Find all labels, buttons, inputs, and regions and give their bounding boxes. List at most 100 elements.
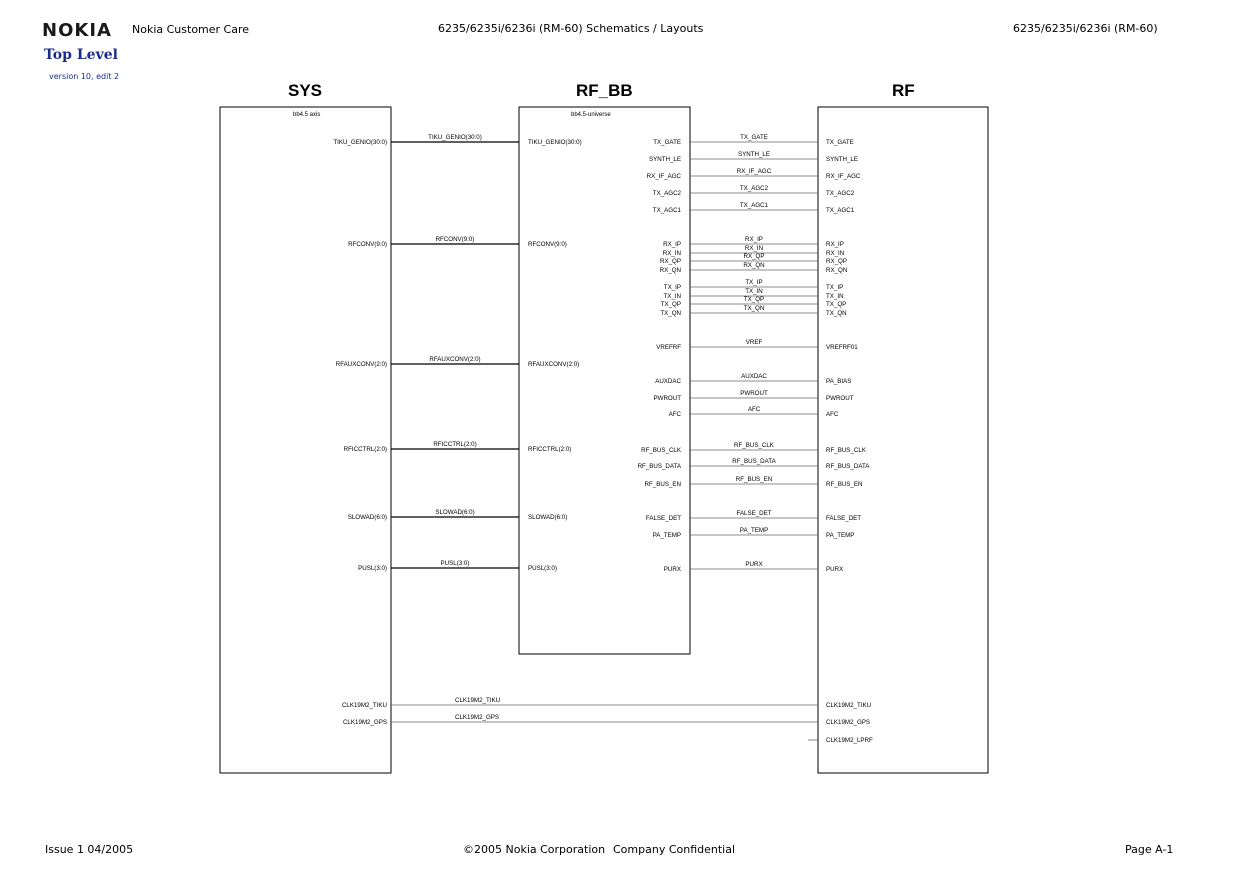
page-title: Top Level [44,47,118,63]
rfbb-signal-label: AFC [669,411,682,418]
rfbb-port-label: RFCONV(9:0) [528,241,567,248]
bus-net-label: RFAUXCONV(2:0) [429,356,480,363]
signal-net-label: RX_IP [745,236,763,243]
sys-port-label: RFCONV(9:0) [348,241,387,248]
signal-net-label: TX_QP [744,296,764,303]
rf-port-label: TX_AGC2 [826,190,855,197]
rfbb-block [518,106,691,655]
rfbb-port-label: SLOWAD(6:0) [528,514,567,521]
rfbb-signal-label: RF_BUS_DATA [638,463,682,470]
rfbb-signal-label: RX_QN [660,267,681,274]
bus-net-label: RFICCTRL(2:0) [433,441,476,448]
rf-port-label: RF_BUS_CLK [826,447,867,454]
header-center: 6235/6235i/6236i (RM-60) Schematics / La… [438,22,704,35]
sys-port-label: TIKU_GENIO(30:0) [333,139,387,146]
bus-net-label: TIKU_GENIO(30:0) [428,134,482,141]
sys-clock-label: CLK19M2_GPS [343,719,387,726]
sys-clock-label: CLK19M2_TIKU [342,702,387,709]
rfbb-signal-label: FALSE_DET [646,515,681,522]
rf-port-label: PA_TEMP [826,532,854,539]
signal-net-label: RF_BUS_CLK [734,442,775,449]
rf-port-label: RX_IF_AGC [826,173,861,180]
sys-block-title: SYS [288,81,323,100]
sys-block [219,106,392,774]
rfbb-port-label: RFICCTRL(2:0) [528,446,571,453]
signal-net-label: PWROUT [740,390,768,397]
rfbb-signal-label: RX_IN [663,250,681,257]
rfbb-signal-label: PWROUT [654,395,682,402]
signal-net-label: AFC [748,406,761,413]
signal-net-label: TX_QN [744,305,765,312]
signal-net-label: TX_GATE [740,134,768,141]
rf-port-label: RX_IP [826,241,844,248]
rfbb-signal-label: VREFRF [656,344,681,351]
clock-net-label: CLK19M2_GPS [455,714,499,721]
rfbb-signal-label: RF_BUS_EN [645,481,681,488]
bus-net-label: SLOWAD(6:0) [435,509,474,516]
sys-port-label: RFICCTRL(2:0) [344,446,387,453]
bus-net-label: RFCONV(9:0) [436,236,475,243]
signal-net-label: RX_IF_AGC [737,168,772,175]
rfbb-signal-label: TX_QP [661,301,681,308]
rfbb-signal-label: RF_BUS_CLK [641,447,682,454]
sys-port-label: RFAUXCONV(2:0) [336,361,387,368]
signal-net-label: RF_BUS_DATA [732,458,776,465]
rf-port-label: VREFRF01 [826,344,858,351]
signal-net-label: PURX [745,561,762,568]
header-brand: Nokia Customer Care [132,23,250,36]
signal-net-label: TX_IN [745,288,763,295]
rfbb-signal-label: TX_IP [664,284,681,291]
rf-port-label: TX_QN [826,310,847,317]
rfbb-port-label: TIKU_GENIO(30:0) [528,139,582,146]
rf-port-label: TX_IN [826,293,844,300]
rf-port-label: TX_AGC1 [826,207,855,214]
rfbb-signal-label: TX_GATE [653,139,681,146]
signal-net-label: PA_TEMP [740,527,768,534]
rfbb-signal-label: AUXDAC [655,378,681,385]
rfbb-signal-label: SYNTH_LE [649,156,681,163]
signal-net-label: AUXDAC [741,373,767,380]
clock-net-label: CLK19M2_TIKU [455,697,500,704]
signal-net-label: TX_IP [745,279,762,286]
rf-stub-label: CLK19M2_LPRF [826,737,873,744]
rfbb-signal-label: TX_IN [663,293,681,300]
rf-port-label: PA_BIAS [826,378,851,385]
rf-block-title: RF [892,81,915,100]
rfbb-signal-label: PA_TEMP [653,532,681,539]
rf-clock-label: CLK19M2_GPS [826,719,870,726]
rfbb-signal-label: PURX [664,566,681,573]
signal-net-label: RX_QN [743,262,764,269]
rfbb-signal-label: TX_AGC2 [653,190,682,197]
signal-net-label: FALSE_DET [736,510,771,517]
rf-port-label: RF_BUS_DATA [826,463,870,470]
signal-net-label: TX_AGC2 [740,185,769,192]
signal-net-label: SYNTH_LE [738,151,770,158]
sys-port-label: PUSL(3:0) [358,565,387,572]
signal-net-label: VREF [746,339,763,346]
header-right: 6235/6235i/6236i (RM-60) [1013,22,1158,35]
signal-net-label: RF_BUS_EN [736,476,772,483]
rf-port-label: TX_QP [826,301,846,308]
rf-port-label: RX_QP [826,258,847,265]
rf-port-label: RF_BUS_EN [826,481,862,488]
rf-port-label: TX_GATE [826,139,854,146]
footer-page: Page A-1 [1125,843,1174,856]
rf-block [817,106,989,774]
rfbb-signal-label: RX_IF_AGC [647,173,682,180]
rf-port-label: AFC [826,411,839,418]
rfbb-port-label: RFAUXCONV(2:0) [528,361,579,368]
signal-net-label: RX_IN [745,245,763,252]
rfbb-port-label: PUSL(3:0) [528,565,557,572]
rfbb-signal-label: TX_QN [660,310,681,317]
rfbb-block-subtitle: bb4.5-universe [571,112,611,118]
rf-port-label: RX_QN [826,267,847,274]
signal-net-label: RX_QP [744,253,765,260]
bus-net-label: PUSL(3:0) [441,560,470,567]
footer-copyright: ©2005 Nokia Corporation [463,843,606,856]
rf-port-label: PWROUT [826,395,854,402]
footer-issue: Issue 1 04/2005 [45,843,134,856]
sys-port-label: SLOWAD(6:0) [348,514,387,521]
rfbb-signal-label: RX_QP [660,258,681,265]
rf-port-label: FALSE_DET [826,515,861,522]
